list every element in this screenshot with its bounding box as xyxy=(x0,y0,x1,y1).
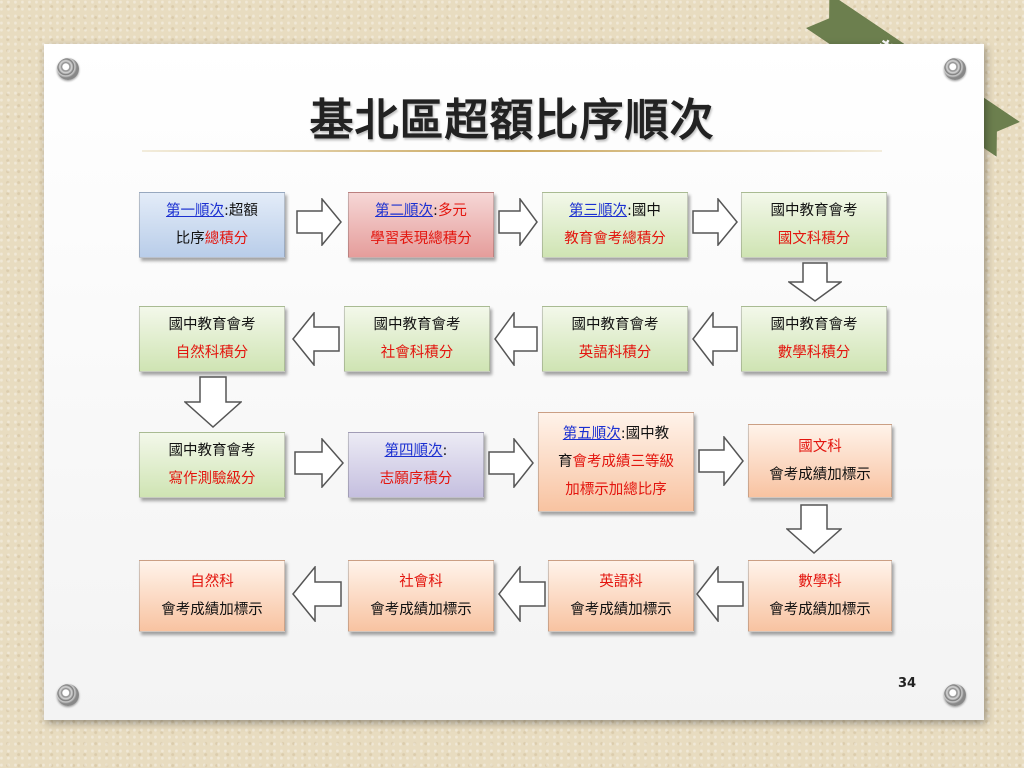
arrow-left-icon xyxy=(692,312,738,366)
page-number: 34 xyxy=(898,676,917,691)
title-divider xyxy=(142,150,882,152)
step-box-7: 國中教育會考 社會科積分 xyxy=(344,306,490,372)
arrow-left-icon xyxy=(498,566,546,622)
screw-icon xyxy=(944,58,966,80)
step-box-4: 國中教育會考 國文科積分 xyxy=(741,192,887,258)
step-box-1: 第一順次:超額 比序總積分 xyxy=(139,192,285,258)
step-box-8: 國中教育會考 自然科積分 xyxy=(139,306,285,372)
step-box-10: 第四順次: 志願序積分 xyxy=(348,432,484,498)
page-title: 基北區超額比序順次 xyxy=(309,95,715,146)
step-box-9: 國中教育會考 寫作測驗級分 xyxy=(139,432,285,498)
arrow-right-icon xyxy=(294,438,344,488)
arrow-right-icon xyxy=(498,198,538,246)
screw-icon xyxy=(944,684,966,706)
screw-icon xyxy=(57,58,79,80)
arrow-down-icon xyxy=(788,262,842,302)
arrow-left-icon xyxy=(292,312,340,366)
arrow-down-icon xyxy=(184,376,242,428)
arrow-right-icon xyxy=(692,198,738,246)
step-box-2: 第二順次:多元 學習表現總積分 xyxy=(348,192,494,258)
arrow-right-icon xyxy=(296,198,342,246)
screw-icon xyxy=(57,684,79,706)
arrow-right-icon xyxy=(698,436,744,486)
step-box-12: 國文科 會考成績加標示 xyxy=(748,424,892,498)
step-box-14: 英語科 會考成績加標示 xyxy=(548,560,694,632)
step-box-6: 國中教育會考 英語科積分 xyxy=(542,306,688,372)
step-box-15: 社會科 會考成績加標示 xyxy=(348,560,494,632)
step-box-5: 國中教育會考 數學科積分 xyxy=(741,306,887,372)
step-box-11: 第五順次:國中教 育會考成績三等級 加標示加總比序 xyxy=(538,412,694,512)
step-box-3: 第三順次:國中 教育會考總積分 xyxy=(542,192,688,258)
arrow-left-icon xyxy=(292,566,342,622)
arrow-right-icon xyxy=(488,438,534,488)
step-box-13: 數學科 會考成績加標示 xyxy=(748,560,892,632)
arrow-down-icon xyxy=(786,504,842,554)
arrow-left-icon xyxy=(696,566,744,622)
step-box-16: 自然科 會考成績加標示 xyxy=(139,560,285,632)
arrow-left-icon xyxy=(494,312,538,366)
